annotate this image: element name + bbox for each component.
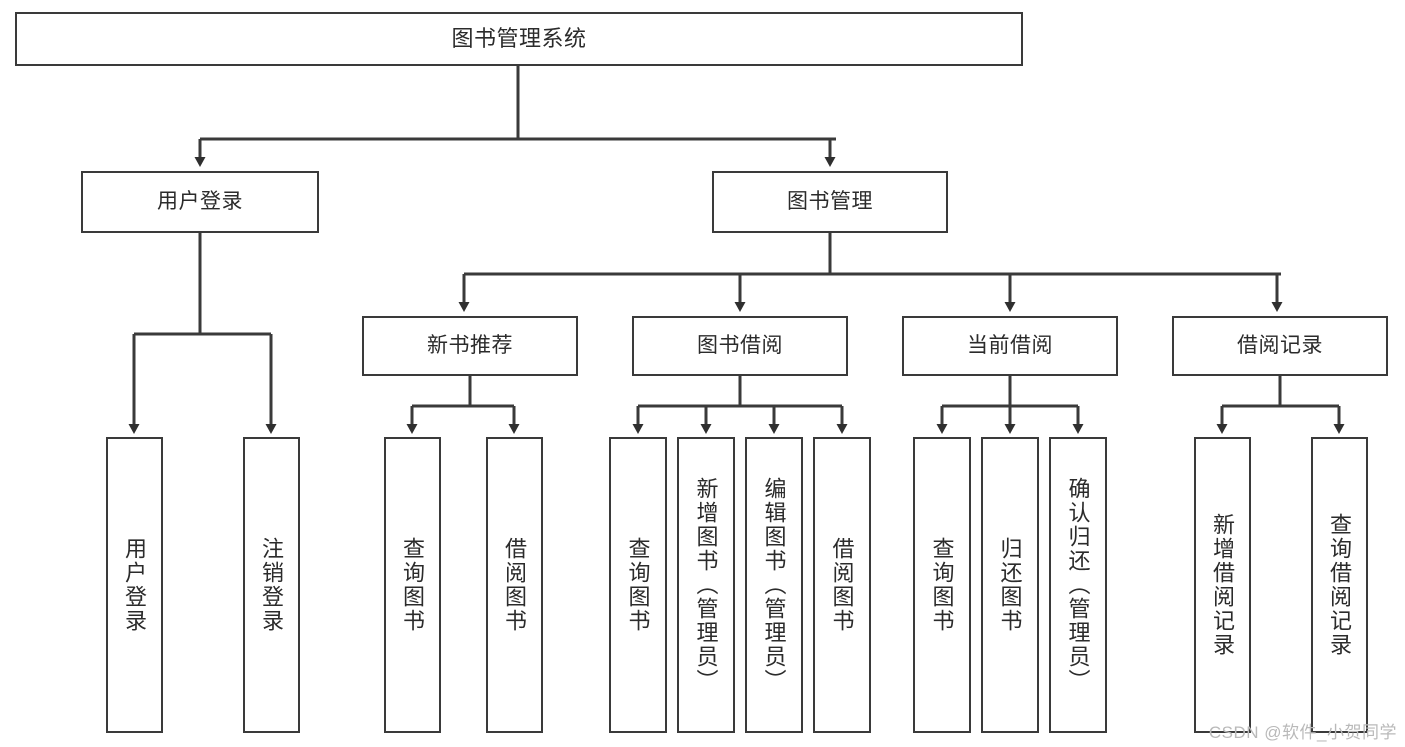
node-label: 查询图书 <box>400 537 426 633</box>
node-label: 用户登录 <box>157 189 243 213</box>
leaf-user-login-logout[interactable]: 注销登录 <box>243 437 300 733</box>
node-label: 图书借阅 <box>697 333 783 357</box>
node-book-borrow[interactable]: 图书借阅 <box>632 316 848 376</box>
node-label: 编辑图书（管理员） <box>761 477 787 693</box>
leaf-borrow-record-add-record[interactable]: 新增借阅记录 <box>1194 437 1251 733</box>
leaf-new-book-borrow-book[interactable]: 借阅图书 <box>486 437 543 733</box>
node-label: 用户登录 <box>122 537 148 633</box>
leaf-current-borrow-query-book[interactable]: 查询图书 <box>913 437 971 733</box>
leaf-book-borrow-add-book-admin[interactable]: 新增图书（管理员） <box>677 437 735 733</box>
node-label: 新增借阅记录 <box>1210 513 1236 657</box>
node-book-management[interactable]: 图书管理 <box>712 171 948 233</box>
leaf-current-borrow-confirm-return-admin[interactable]: 确认归还（管理员） <box>1049 437 1107 733</box>
leaf-book-borrow-borrow-book[interactable]: 借阅图书 <box>813 437 871 733</box>
node-label: 图书管理 <box>787 189 873 213</box>
node-label: 当前借阅 <box>967 333 1053 357</box>
node-label: 注销登录 <box>259 537 285 633</box>
node-label: 新增图书（管理员） <box>693 477 719 693</box>
node-current-borrow[interactable]: 当前借阅 <box>902 316 1118 376</box>
node-label: 借阅记录 <box>1237 333 1323 357</box>
node-new-book-recommend[interactable]: 新书推荐 <box>362 316 578 376</box>
node-label: 查询图书 <box>625 537 651 633</box>
node-borrow-record[interactable]: 借阅记录 <box>1172 316 1388 376</box>
node-label: 借阅图书 <box>829 537 855 633</box>
leaf-book-borrow-query-book[interactable]: 查询图书 <box>609 437 667 733</box>
node-user-login[interactable]: 用户登录 <box>81 171 319 233</box>
csdn-watermark: CSDN @软件_小贺同学 <box>1208 723 1397 742</box>
node-label: 新书推荐 <box>427 333 513 357</box>
leaf-user-login-login[interactable]: 用户登录 <box>106 437 163 733</box>
node-label: 归还图书 <box>997 537 1023 633</box>
leaf-current-borrow-return-book[interactable]: 归还图书 <box>981 437 1039 733</box>
leaf-borrow-record-query-record[interactable]: 查询借阅记录 <box>1311 437 1368 733</box>
node-root-book-management-system[interactable]: 图书管理系统 <box>15 12 1023 66</box>
node-label: 查询借阅记录 <box>1327 513 1353 657</box>
node-label: 确认归还（管理员） <box>1065 477 1091 693</box>
leaf-book-borrow-edit-book-admin[interactable]: 编辑图书（管理员） <box>745 437 803 733</box>
node-label: 查询图书 <box>929 537 955 633</box>
node-label: 借阅图书 <box>502 537 528 633</box>
node-label: 图书管理系统 <box>451 26 587 52</box>
leaf-new-book-query-book[interactable]: 查询图书 <box>384 437 441 733</box>
